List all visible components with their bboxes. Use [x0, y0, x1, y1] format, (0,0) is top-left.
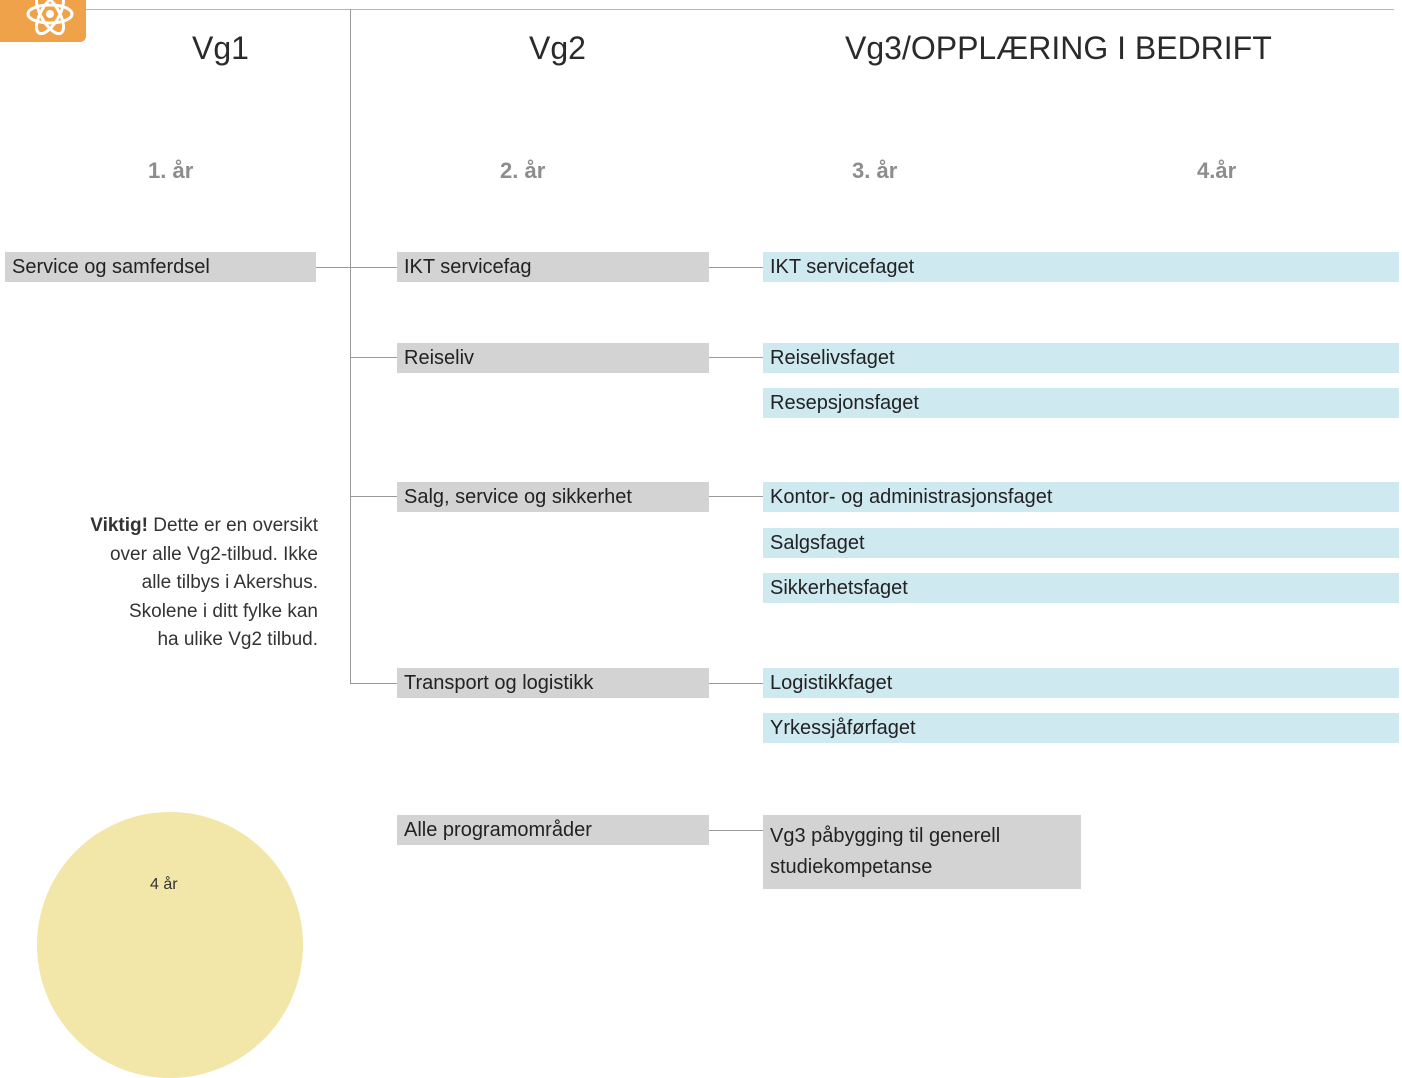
vg3-program-box: Salgsfaget	[763, 528, 1399, 558]
note-line: alle tilbys i Akershus.	[141, 572, 318, 593]
year-label-3: 3. år	[852, 158, 898, 183]
year-label-2: 2. år	[500, 158, 546, 183]
vg3-program-box: Yrkessjåførfaget	[763, 713, 1399, 743]
vg2-vertical-connector	[350, 9, 351, 684]
connector-line	[709, 683, 763, 684]
atom-icon	[26, 0, 74, 36]
info-circle-text: 4 år	[150, 876, 178, 893]
logo	[0, 0, 86, 42]
connector-line	[709, 830, 763, 831]
connector-line	[709, 267, 763, 268]
connector-line	[350, 496, 397, 497]
note-line: over alle Vg2-tilbud. Ikke	[109, 543, 318, 565]
vg3-general-line-1: Vg3 påbygging til generell	[770, 825, 1001, 847]
note-bold: Viktig!	[90, 515, 148, 536]
vg3-program-box: Kontor- og administrasjonsfaget	[763, 482, 1399, 512]
vg3-general-box: Vg3 påbygging til generell studiekompeta…	[763, 815, 1081, 889]
year-label-4: 4.år	[1197, 158, 1237, 183]
vg2-program-box: Alle programområder	[397, 815, 709, 845]
connector-line	[709, 496, 763, 497]
vg3-program-box: Resepsjonsfaget	[763, 388, 1399, 418]
vg3-program-box: Logistikkfaget	[763, 668, 1399, 698]
connector-line	[350, 357, 397, 358]
vg3-general-line-2: studiekompetanse	[770, 856, 933, 878]
important-note: Viktig! Dette er en oversikt over alle V…	[30, 512, 318, 655]
vg2-program-box: Salg, service og sikkerhet	[397, 482, 709, 512]
column-header-vg1: Vg1	[192, 30, 249, 66]
column-header-vg2: Vg2	[529, 30, 586, 66]
note-line: Skolene i ditt fylke kan	[128, 600, 318, 622]
column-header-vg3: Vg3/OPPLÆRING I BEDRIFT	[845, 30, 1272, 66]
connector-line	[709, 357, 763, 358]
vg3-program-box: IKT servicefaget	[763, 252, 1399, 282]
vg1-program-box: Service og samferdsel	[5, 252, 316, 282]
vg3-program-box: Reiselivsfaget	[763, 343, 1399, 373]
note-line: ha ulike Vg2 tilbud.	[157, 629, 318, 650]
year-label-1: 1. år	[148, 158, 194, 183]
connector-line	[316, 267, 397, 268]
vg2-program-box: Reiseliv	[397, 343, 709, 373]
vg2-program-box: IKT servicefag	[397, 252, 709, 282]
vg3-program-box: Sikkerhetsfaget	[763, 573, 1399, 603]
connector-line	[350, 683, 397, 684]
info-circle	[37, 812, 303, 1078]
note-line: Dette er en oversikt	[153, 515, 318, 536]
vg2-program-box: Transport og logistikk	[397, 668, 709, 698]
top-rule	[86, 9, 1394, 10]
